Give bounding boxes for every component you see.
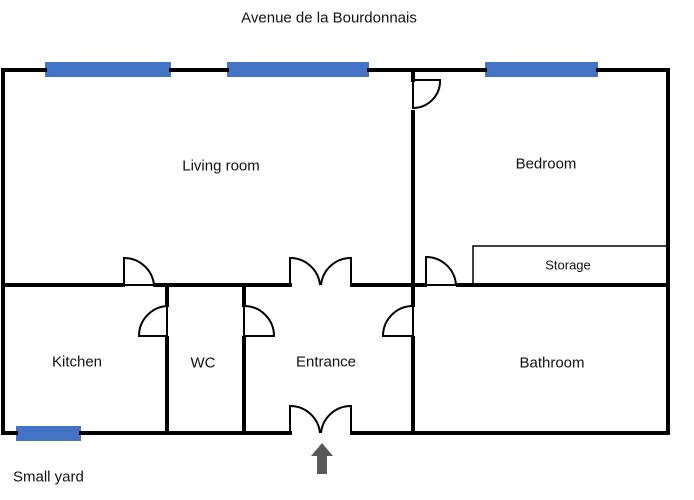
door-wc xyxy=(243,304,276,337)
door-kitchen xyxy=(137,304,168,337)
up-arrow-icon xyxy=(311,443,333,474)
door-living-entrance xyxy=(289,256,352,286)
room-label-entrance: Entrance xyxy=(295,353,357,371)
room-label-bathroom: Bathroom xyxy=(519,354,585,372)
room-label-kitchen: Kitchen xyxy=(51,353,103,371)
room-label-wc: WC xyxy=(190,354,216,372)
room-label-storage: Storage xyxy=(545,257,591,273)
door-bedroom xyxy=(425,255,458,286)
window-living-right xyxy=(227,62,369,77)
door-bathroom xyxy=(381,304,414,337)
room-label-living-room: Living room xyxy=(182,157,260,175)
door-living-kitchen xyxy=(123,256,156,286)
window-living-left xyxy=(45,62,171,77)
walls xyxy=(1,68,670,435)
door-front xyxy=(289,404,352,434)
storage-box xyxy=(472,245,668,285)
doors xyxy=(123,79,458,434)
window-bedroom xyxy=(485,62,598,77)
window-kitchen xyxy=(16,426,81,441)
outside-label: Small yard xyxy=(13,468,84,486)
street-label: Avenue de la Bourdonnais xyxy=(241,9,417,27)
windows xyxy=(16,62,598,441)
room-label-bedroom: Bedroom xyxy=(515,155,577,173)
door-living-bedroom xyxy=(412,79,442,110)
